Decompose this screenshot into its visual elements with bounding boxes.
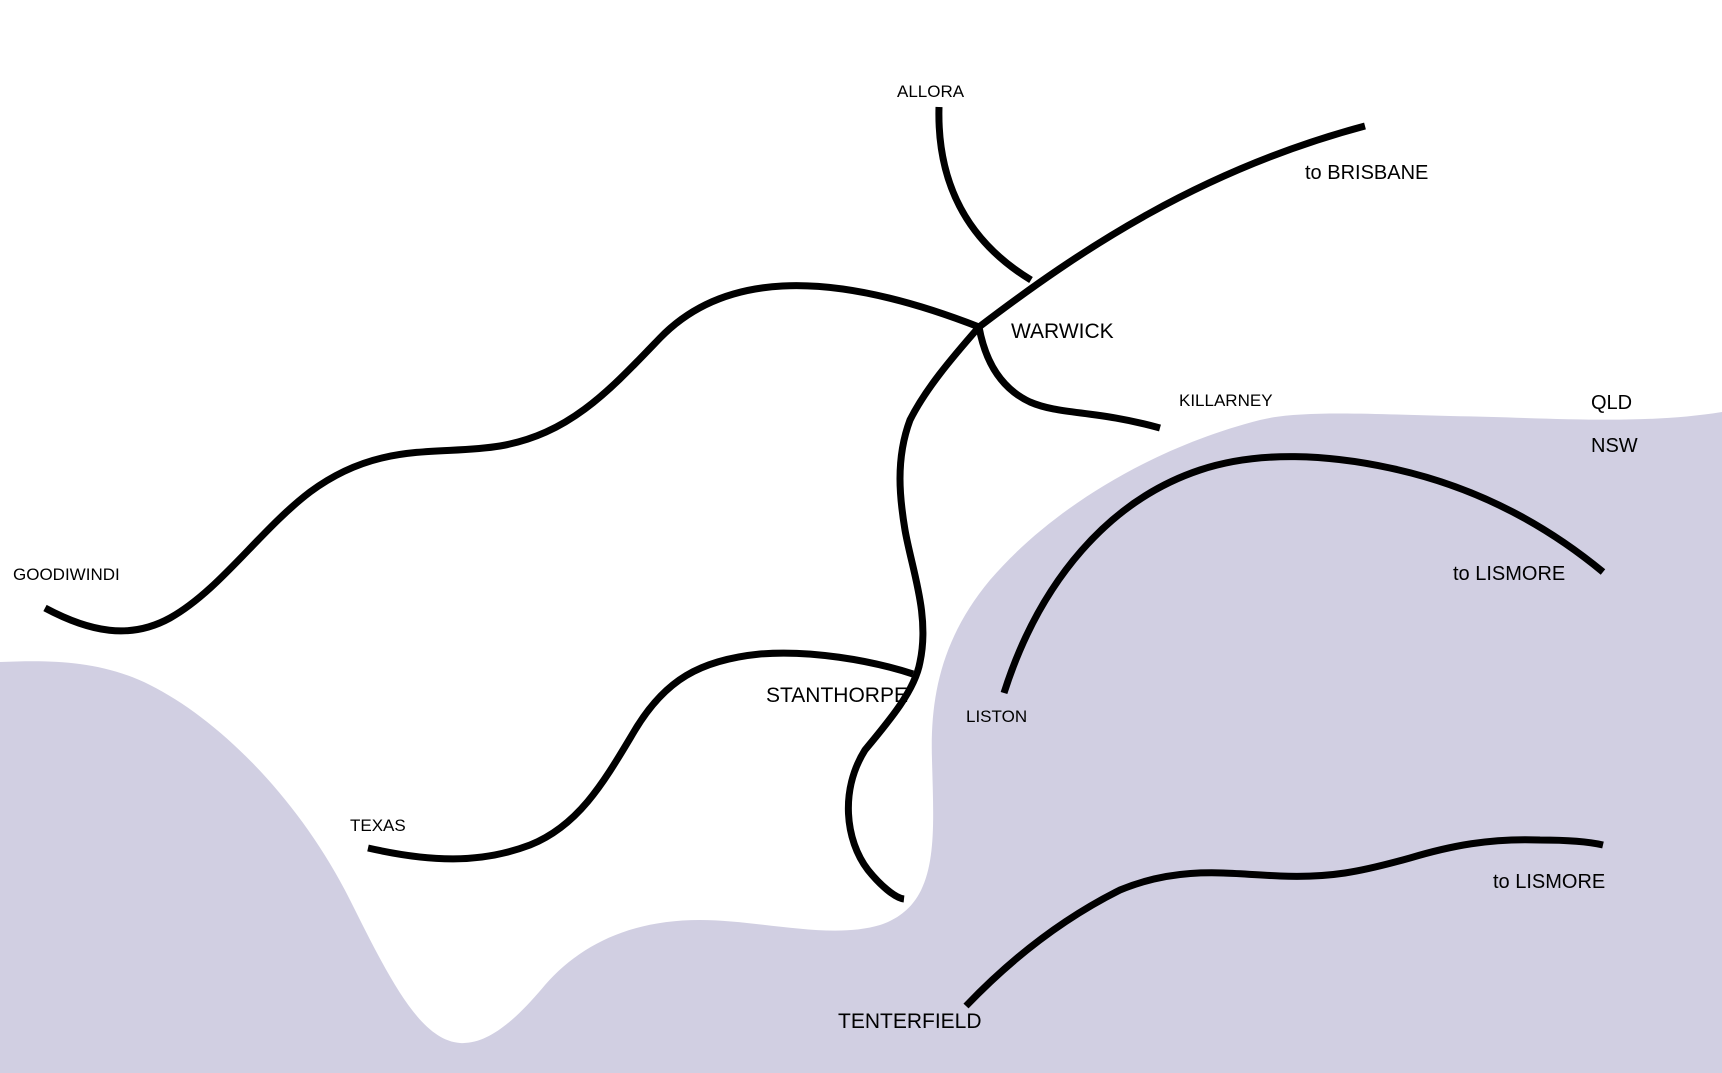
nsw-region-area	[0, 412, 1722, 1073]
label-to-lismore-south: to LISMORE	[1493, 871, 1605, 893]
route-warwick-brisbane	[976, 122, 1366, 330]
route-goodiwindi-warwick	[43, 282, 981, 635]
label-region-qld: QLD	[1591, 392, 1632, 414]
label-killarney: KILLARNEY	[1179, 391, 1273, 410]
route-texas-stanthorpe	[367, 649, 915, 863]
route-liston-lismore	[1000, 453, 1606, 695]
route-warwick-tenterfield-south	[845, 324, 982, 903]
label-to-brisbane: to BRISBANE	[1305, 162, 1428, 184]
label-liston: LISTON	[966, 707, 1027, 726]
route-warwick-killarney	[975, 326, 1161, 432]
label-warwick: WARWICK	[1011, 320, 1114, 343]
label-stanthorpe: STANTHORPE	[766, 684, 908, 707]
label-goodiwindi: GOODIWINDI	[13, 565, 120, 584]
label-region-nsw: NSW	[1591, 435, 1638, 457]
label-texas: TEXAS	[350, 816, 406, 835]
route-allora-junction	[935, 106, 1033, 283]
label-allora: ALLORA	[897, 82, 965, 101]
label-tenterfield: TENTERFIELD	[838, 1010, 982, 1033]
label-to-lismore-north: to LISMORE	[1453, 563, 1565, 585]
route-tenterfield-lismore	[963, 836, 1604, 1009]
